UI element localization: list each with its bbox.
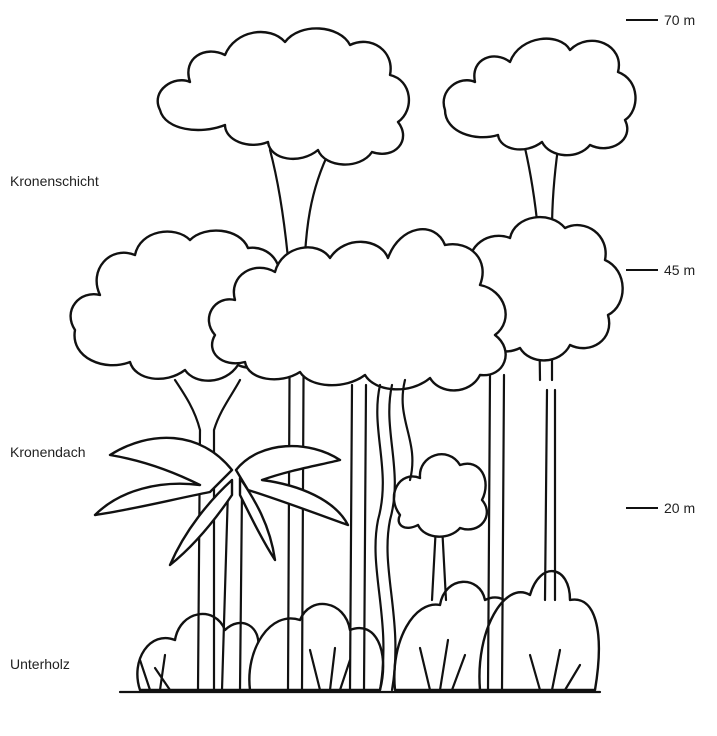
- scale-tick: [626, 269, 658, 271]
- scale-tick: [626, 507, 658, 509]
- scale-label-20: 20 m: [664, 500, 695, 516]
- layer-label-emergent: Kronenschicht: [10, 173, 99, 189]
- scale-marker-70: 70 m: [626, 12, 695, 28]
- scale-label-70: 70 m: [664, 12, 695, 28]
- layer-label-understory: Unterholz: [10, 656, 70, 672]
- ground-shrubs: [120, 571, 600, 692]
- scale-tick: [626, 19, 658, 21]
- scale-marker-20: 20 m: [626, 500, 695, 516]
- scale-label-45: 45 m: [664, 262, 695, 278]
- understory-tree: [394, 454, 487, 600]
- layer-label-canopy: Kronendach: [10, 444, 86, 460]
- scale-marker-45: 45 m: [626, 262, 695, 278]
- emergent-crowns: [158, 28, 636, 164]
